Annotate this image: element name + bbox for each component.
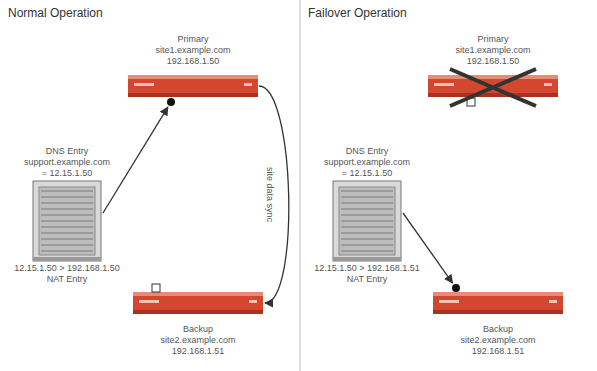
traffic-arrow [103,107,168,213]
node-text: = 12.15.1.50 [3,168,131,179]
server-slot [341,238,393,239]
server-slot [41,244,93,245]
appliance-front [128,79,258,97]
divider-line [300,0,301,371]
node-text: 12.15.1.50 > 192.168.1.50 [3,263,131,274]
node-text: site1.example.com [118,45,268,56]
appliance-badge [434,83,454,86]
server-slot [341,190,393,191]
server-slot [341,202,393,203]
server-slot [41,220,93,221]
server-slot [41,202,93,203]
appliance-icon [131,284,265,324]
server-slot [341,208,393,209]
appliance-led [549,300,557,303]
node-text: NAT Entry [3,274,131,285]
server-slot [341,250,393,251]
appliance-badge [439,300,459,303]
server-slot [341,196,393,197]
node-text: 192.168.1.50 [118,56,268,67]
appliance-front [433,296,563,314]
server-slot [41,196,93,197]
server-slot [341,214,393,215]
node-text: support.example.com [303,157,431,168]
node-text: Primary [118,34,268,45]
node-text: Primary [418,34,568,45]
appliance-badge [139,300,159,303]
appliance-node: Primarysite1.example.com192.168.1.50 [418,34,568,107]
failure-cross [450,69,536,106]
node-text: site2.example.com [123,335,273,346]
node-text: = 12.15.1.50 [303,168,431,179]
server-slot [41,214,93,215]
server-base [333,257,401,261]
server-case [33,181,101,261]
appliance-badge [134,83,154,86]
node-text: support.example.com [3,157,131,168]
server-slot [41,238,93,239]
node-text: site2.example.com [423,335,573,346]
dns-server-icon [27,179,107,263]
appliance-led [244,83,252,86]
node-text: NAT Entry [303,274,431,285]
node-text: DNS Entry [303,146,431,157]
server-slot [341,220,393,221]
sync-arrow [259,86,289,303]
server-slot [41,232,93,233]
server-slot [41,190,93,191]
server-slot [41,250,93,251]
active-port [452,284,460,292]
node-text: 12.15.1.50 > 192.168.1.51 [303,263,431,274]
appliance-icon [126,67,260,107]
server-slot [341,244,393,245]
dns-server-node: DNS Entrysupport.example.com= 12.15.1.50… [303,146,431,285]
node-text: DNS Entry [3,146,131,157]
server-slot [341,232,393,233]
node-text: 192.168.1.50 [418,56,568,67]
node-text: Backup [423,324,573,335]
appliance-band [428,93,558,97]
server-face [39,187,95,255]
server-base [33,257,101,261]
appliance-node: Backupsite2.example.com192.168.1.51 [123,284,273,357]
appliance-led [544,83,552,86]
node-text: site1.example.com [418,45,568,56]
appliance-node: Primarysite1.example.com192.168.1.50 [118,34,268,107]
panel-title: Failover Operation [308,6,407,20]
failure-cross [450,69,536,106]
node-text: 192.168.1.51 [123,346,273,357]
dns-server-icon [327,179,407,263]
appliance-icon [431,284,565,324]
server-slot [341,226,393,227]
node-text: Backup [123,324,273,335]
panel-title: Normal Operation [8,6,103,20]
appliance-band [128,93,258,97]
server-slot [41,226,93,227]
server-face [339,187,395,255]
dns-server-node: DNS Entrysupport.example.com= 12.15.1.50… [3,146,131,285]
appliance-band [433,310,563,314]
edge-label: site data sync [265,165,276,224]
node-text: 192.168.1.51 [423,346,573,357]
appliance-led [249,300,257,303]
appliance-node: Backupsite2.example.com192.168.1.51 [423,284,573,357]
appliance-icon [426,67,560,107]
active-port [167,98,175,106]
appliance-front [133,296,263,314]
appliance-band [133,310,263,314]
idle-port [152,284,160,292]
server-case [333,181,401,261]
server-slot [41,208,93,209]
